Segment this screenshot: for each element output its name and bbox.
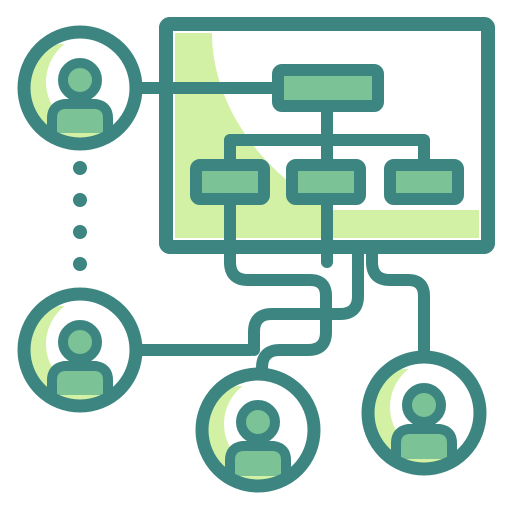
avatar-middle-left (17, 287, 143, 413)
connector-right-branch (366, 241, 430, 361)
org-node-root (272, 64, 384, 112)
connector-loop (248, 241, 364, 356)
person-icon (47, 58, 113, 133)
avatar-top-left (17, 25, 143, 151)
network-connectors (132, 82, 430, 388)
person-icon (225, 400, 291, 476)
avatar-bottom-right (361, 350, 487, 476)
avatar-bottom-center (195, 367, 321, 493)
org-node-child-right (384, 159, 464, 205)
person-icon (47, 320, 113, 395)
person-icon (391, 383, 457, 459)
dotted-link (73, 161, 87, 271)
